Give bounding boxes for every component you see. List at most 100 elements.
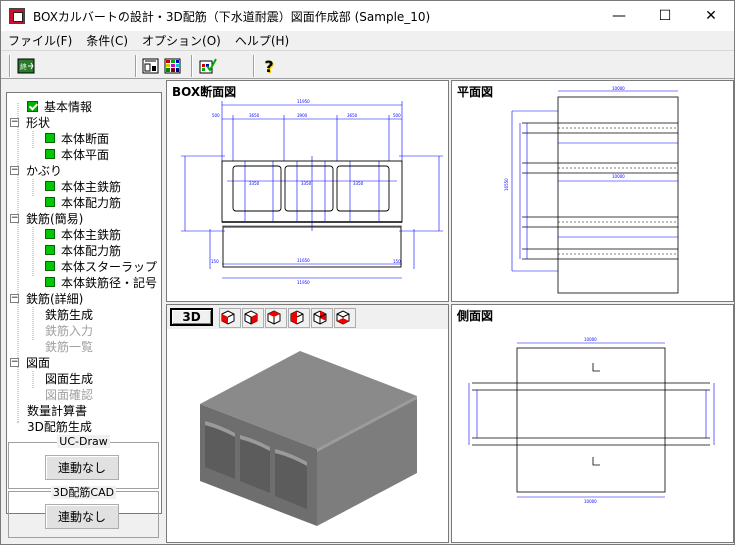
tree-item-label: 鉄筋(簡易) (26, 211, 84, 226)
left-pane: 基本情報−形状本体断面本体平面−かぶり本体主鉄筋本体配力筋−鉄筋(簡易)本体主鉄… (3, 83, 162, 543)
menu-options[interactable]: オプション(O) (142, 34, 221, 48)
tree-item-label: 本体主鉄筋 (61, 227, 122, 242)
cube-left-view-icon[interactable] (288, 308, 310, 328)
collapse-icon[interactable]: − (10, 292, 19, 303)
minimize-button[interactable]: — (612, 8, 626, 24)
exit-icon[interactable]: 終 (15, 55, 37, 77)
ucdraw-group: UC-Draw 連動なし (8, 435, 159, 489)
cube-back-view-icon[interactable] (311, 308, 333, 328)
tree-item[interactable]: 図面生成 (45, 370, 93, 386)
layout-icon[interactable] (140, 55, 162, 77)
side-view-title: 側面図 (457, 309, 494, 323)
status-square-icon (45, 229, 55, 239)
tree-item[interactable]: 本体平面 (45, 146, 109, 162)
tree-item-label: 数量計算書 (27, 403, 88, 418)
tree-item-label: 鉄筋(詳細) (26, 291, 84, 306)
cube-right-view-icon[interactable] (242, 308, 264, 328)
tree-item[interactable]: −形状 (10, 114, 50, 130)
cad3d-link-button[interactable]: 連動なし (45, 504, 119, 529)
svg-text:3350: 3350 (301, 181, 312, 186)
cube-front-view-icon[interactable] (219, 308, 241, 328)
tree-item[interactable]: −かぶり (10, 162, 62, 178)
tree-item-label: 3D配筋生成 (27, 419, 92, 434)
svg-text:10000: 10000 (612, 174, 625, 179)
tree-item-label: 図面 (26, 355, 51, 370)
tree-item-label: 形状 (26, 115, 51, 130)
table-icon[interactable] (162, 55, 184, 77)
cad3d-group: 3D配筋CAD 連動なし (8, 486, 159, 538)
section-view-panel[interactable]: BOX断面図 (166, 80, 449, 302)
tree-item-label: かぶり (26, 163, 63, 178)
collapse-icon[interactable]: − (10, 212, 19, 223)
svg-text:16550: 16550 (504, 178, 509, 191)
tree-lines (17, 103, 34, 423)
ucdraw-link-button[interactable]: 連動なし (45, 455, 119, 480)
tree-item[interactable]: 3D配筋生成 (27, 418, 92, 434)
tree-item: 図面確認 (45, 386, 93, 402)
collapse-icon[interactable]: − (10, 116, 19, 127)
tree-item[interactable]: 鉄筋生成 (45, 306, 93, 322)
3d-view-button[interactable]: 3D (170, 308, 213, 326)
maximize-button[interactable]: ☐ (658, 8, 672, 24)
3d-view-toolbar: 3D (167, 305, 448, 329)
help-icon[interactable]: ? (264, 56, 274, 76)
tree-item[interactable]: 本体配力筋 (45, 194, 121, 210)
cube-top-view-icon[interactable] (265, 308, 287, 328)
collapse-icon[interactable]: − (10, 164, 19, 175)
tree-item-label: 鉄筋一覧 (45, 339, 94, 354)
tree-item[interactable]: 本体鉄筋径・記号 (45, 274, 157, 290)
tree-item-label: 図面生成 (45, 371, 94, 386)
tree-item[interactable]: 数量計算書 (27, 402, 87, 418)
tree-item-label: 本体鉄筋径・記号 (61, 275, 158, 290)
svg-text:11650: 11650 (297, 258, 310, 263)
svg-text:150: 150 (211, 259, 219, 264)
status-square-icon (45, 277, 55, 287)
status-square-icon (45, 197, 55, 207)
toolbar: 終 ? (1, 52, 734, 79)
svg-text:終: 終 (20, 62, 27, 71)
status-square-icon (45, 149, 55, 159)
toolbar-separator (253, 55, 255, 77)
3d-view-panel[interactable]: 3D (166, 304, 449, 543)
tree-item[interactable]: 基本情報 (27, 98, 92, 114)
svg-text:500: 500 (212, 113, 220, 118)
check-settings-icon[interactable] (197, 55, 219, 77)
cube-bottom-view-icon[interactable] (334, 308, 356, 328)
tree-item[interactable]: 本体断面 (45, 130, 109, 146)
collapse-icon[interactable]: − (10, 356, 19, 367)
toolbar-separator (191, 55, 193, 77)
menu-conditions[interactable]: 条件(C) (86, 34, 129, 48)
tree-item[interactable]: −鉄筋(簡易) (10, 210, 83, 226)
tree-item[interactable]: −鉄筋(詳細) (10, 290, 83, 306)
tree-item-label: 図面確認 (45, 387, 94, 402)
tree-item[interactable]: 本体主鉄筋 (45, 226, 121, 242)
plan-drawing: 10000 10000 16550 (504, 86, 679, 294)
svg-text:10000: 10000 (584, 499, 597, 504)
tree-item[interactable]: 本体配力筋 (45, 242, 121, 258)
toolbar-separator (9, 55, 11, 77)
tree-item-label: 基本情報 (44, 99, 93, 114)
tree-item[interactable]: 本体主鉄筋 (45, 178, 121, 194)
svg-text:10000: 10000 (612, 86, 625, 91)
menu-help[interactable]: ヘルプ(H) (234, 34, 290, 48)
close-button[interactable]: ✕ (705, 8, 717, 24)
3d-box-model (200, 351, 417, 526)
app-icon (9, 8, 25, 24)
svg-text:11950: 11950 (297, 280, 310, 285)
tree-item-label: 本体主鉄筋 (61, 179, 122, 194)
status-square-icon (45, 133, 55, 143)
tree-item[interactable]: 本体スターラップ (45, 258, 157, 274)
menu-file[interactable]: ファイル(F) (8, 34, 73, 48)
status-square-icon (45, 181, 55, 191)
section-view-title: BOX断面図 (172, 85, 237, 99)
title-bar[interactable]: BOXカルバートの設計・3D配筋（下水道耐震）図面作成部 (Sample_10)… (1, 1, 734, 31)
tree-item: 鉄筋一覧 (45, 338, 93, 354)
tree-item-label: 鉄筋生成 (45, 307, 94, 322)
tree-item: 鉄筋入力 (45, 322, 93, 338)
cad3d-title: 3D配筋CAD (50, 486, 117, 499)
tree-item[interactable]: −図面 (10, 354, 50, 370)
